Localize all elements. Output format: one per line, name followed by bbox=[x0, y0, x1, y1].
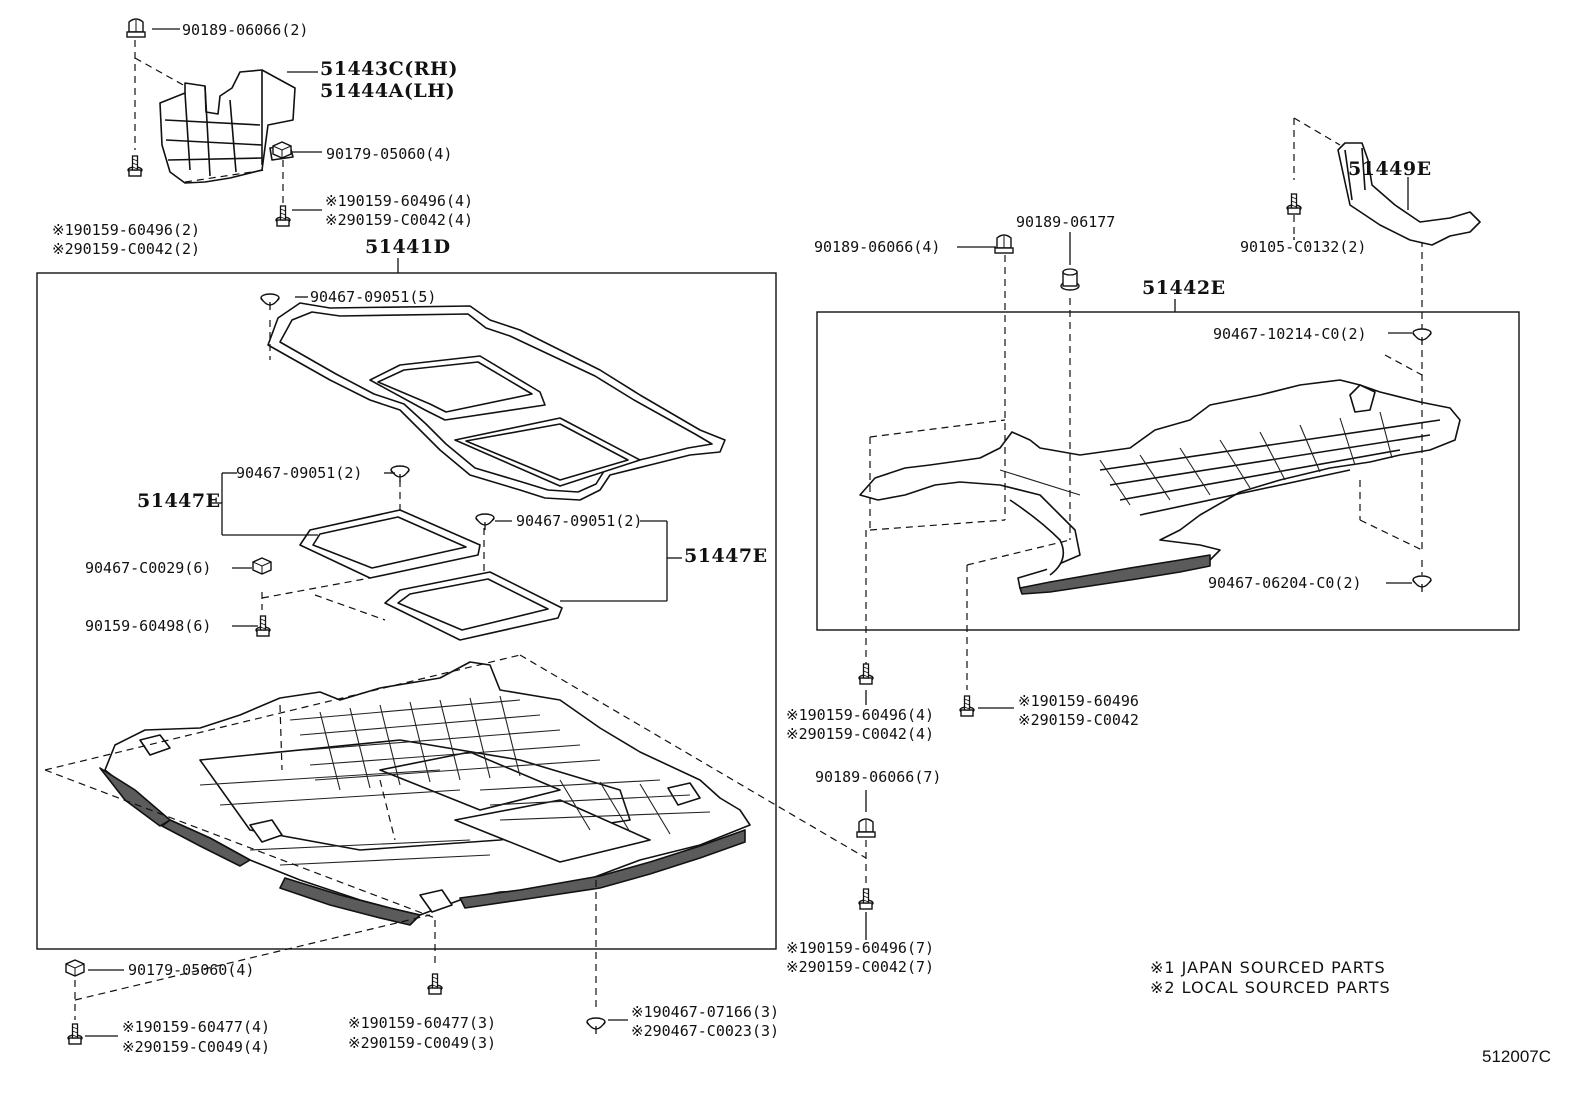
bolt-icon bbox=[858, 888, 874, 910]
grommet-icon bbox=[475, 513, 495, 531]
clip-icon bbox=[1060, 268, 1080, 291]
bolt-icon bbox=[127, 155, 143, 177]
bolt-icon bbox=[959, 695, 975, 717]
assembly-label-51444A[interactable]: 51444A(LH) bbox=[320, 80, 456, 102]
callout-90159-C0042[interactable]: ※290159-C0042 bbox=[1018, 711, 1139, 729]
assembly-box-51441D bbox=[36, 272, 777, 950]
callout-90189-06066-2[interactable]: 90189-06066(2) bbox=[182, 21, 309, 39]
side-cover-bracket bbox=[159, 69, 296, 184]
nut-icon bbox=[65, 959, 85, 977]
callout-90179-05060-4-lower[interactable]: 90179-05060(4) bbox=[128, 961, 255, 979]
assembly-label-51443C[interactable]: 51443C(RH) bbox=[320, 58, 458, 80]
skid-plate-ribs bbox=[999, 411, 1393, 506]
grommet-icon bbox=[1412, 575, 1432, 593]
callout-90159-C0042-2[interactable]: ※290159-C0042(2) bbox=[52, 240, 201, 258]
callout-90159-60496-4-right[interactable]: ※190159-60496(4) bbox=[786, 706, 935, 724]
callout-90159-C0049-4[interactable]: ※290159-C0049(4) bbox=[122, 1038, 271, 1056]
small-plate-right bbox=[384, 571, 563, 641]
small-plate-left bbox=[299, 509, 481, 579]
skid-bracket bbox=[1337, 142, 1481, 246]
callout-90159-60496-2[interactable]: ※190159-60496(2) bbox=[52, 221, 201, 239]
bolt-icon bbox=[67, 1023, 83, 1045]
callout-90159-C0049-3[interactable]: ※290159-C0049(3) bbox=[348, 1034, 497, 1052]
callout-90467-09051-2a[interactable]: 90467-09051(2) bbox=[236, 464, 363, 482]
nut-icon bbox=[252, 557, 272, 575]
bolt-icon bbox=[427, 973, 443, 995]
callout-90159-60498-6[interactable]: 90159-60498(6) bbox=[85, 617, 212, 635]
legend-local-sourced: ※2 LOCAL SOURCED PARTS bbox=[1150, 978, 1391, 997]
grommet-icon bbox=[390, 465, 410, 483]
grommet-icon bbox=[260, 293, 280, 311]
nut-icon bbox=[272, 141, 292, 159]
callout-90159-C0042-4[interactable]: ※290159-C0042(4) bbox=[325, 211, 474, 229]
callout-90189-06177[interactable]: 90189-06177 bbox=[1016, 213, 1116, 231]
grommet-icon bbox=[1412, 328, 1432, 346]
clip-icon bbox=[856, 818, 876, 838]
rear-skid-plate bbox=[859, 379, 1461, 595]
callout-90467-C0023-3[interactable]: ※290467-C0023(3) bbox=[631, 1022, 780, 1040]
callout-90159-C0042-4-right[interactable]: ※290159-C0042(4) bbox=[786, 725, 935, 743]
bolt-icon bbox=[275, 205, 291, 227]
large-under-cover bbox=[99, 661, 751, 926]
fasteners bbox=[65, 18, 1432, 1045]
callout-90159-60477-4[interactable]: ※190159-60477(4) bbox=[122, 1018, 271, 1036]
callout-90467-09051-5[interactable]: 90467-09051(5) bbox=[310, 288, 437, 306]
assembly-box-51442E bbox=[816, 311, 1520, 631]
assembly-label-51442E[interactable]: 51442E bbox=[1142, 277, 1226, 299]
bolt-icon bbox=[255, 615, 271, 637]
clip-icon bbox=[994, 234, 1014, 254]
upper-plate bbox=[267, 302, 726, 501]
callout-90467-09051-2b[interactable]: 90467-09051(2) bbox=[516, 512, 643, 530]
callout-90159-60496-7[interactable]: ※190159-60496(7) bbox=[786, 939, 935, 957]
grommet-icon bbox=[586, 1017, 606, 1035]
cover-ribs bbox=[199, 695, 711, 866]
assembly-label-51441D[interactable]: 51441D bbox=[365, 236, 451, 258]
callout-90467-C0029-6[interactable]: 90467-C0029(6) bbox=[85, 559, 212, 577]
bolt-icon bbox=[1286, 193, 1302, 215]
callout-90159-C0042-7[interactable]: ※290159-C0042(7) bbox=[786, 958, 935, 976]
callout-90159-60477-3[interactable]: ※190159-60477(3) bbox=[348, 1014, 497, 1032]
legend-japan-sourced: ※1 JAPAN SOURCED PARTS bbox=[1150, 958, 1386, 977]
assembly-label-51449E[interactable]: 51449E bbox=[1348, 158, 1432, 180]
callout-90467-06204-C0-2[interactable]: 90467-06204-C0(2) bbox=[1208, 574, 1362, 592]
figure-reference: 512007C bbox=[1482, 1047, 1552, 1066]
callout-90189-06066-7[interactable]: 90189-06066(7) bbox=[815, 768, 942, 786]
callout-90179-05060-4[interactable]: 90179-05060(4) bbox=[326, 145, 453, 163]
callout-90159-60496[interactable]: ※190159-60496 bbox=[1018, 692, 1139, 710]
bolt-icon bbox=[858, 663, 874, 685]
callout-90105-C0132-2[interactable]: 90105-C0132(2) bbox=[1240, 238, 1367, 256]
callout-90467-10214-C0-2[interactable]: 90467-10214-C0(2) bbox=[1213, 325, 1367, 343]
callout-90467-07166-3[interactable]: ※190467-07166(3) bbox=[631, 1003, 780, 1021]
assembly-label-51447E-left[interactable]: 51447E bbox=[137, 490, 221, 512]
callout-90189-06066-4[interactable]: 90189-06066(4) bbox=[814, 238, 941, 256]
assembly-label-51447E-right[interactable]: 51447E bbox=[684, 545, 768, 567]
clip-icon bbox=[126, 18, 146, 38]
callout-90159-60496-4[interactable]: ※190159-60496(4) bbox=[325, 192, 474, 210]
